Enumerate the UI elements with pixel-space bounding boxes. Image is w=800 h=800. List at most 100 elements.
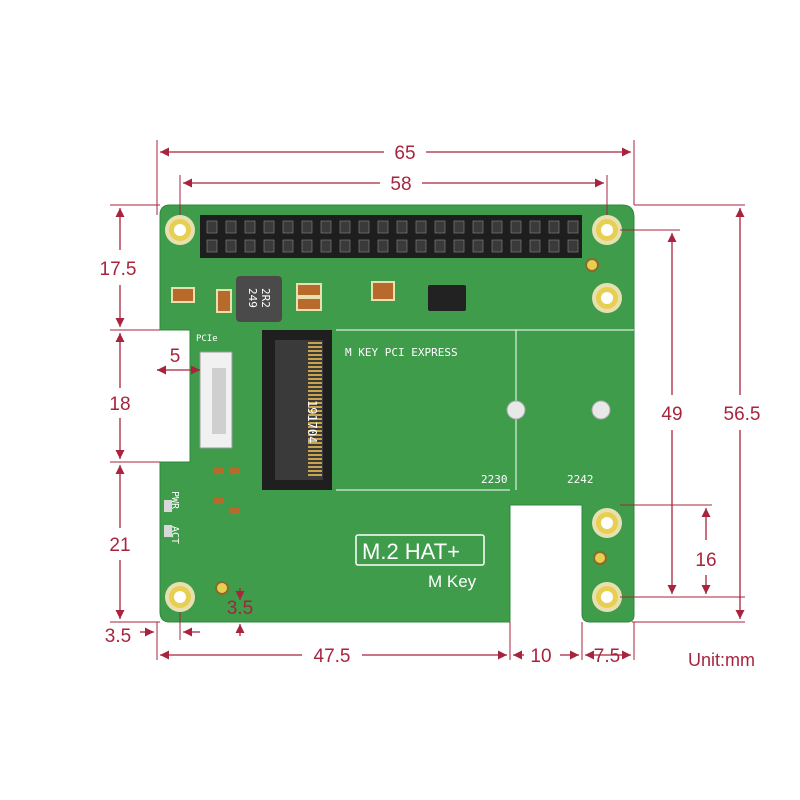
capacitor	[171, 287, 195, 303]
inductor	[236, 276, 282, 322]
header-pin	[529, 239, 541, 253]
socket-pin	[308, 446, 322, 448]
socket-pin	[308, 422, 322, 424]
smd-part	[230, 468, 240, 474]
socket-pin	[308, 386, 322, 388]
header-pin	[339, 220, 351, 234]
socket-pin	[308, 354, 322, 356]
header-pin	[206, 220, 218, 234]
socket-pin	[308, 458, 322, 460]
header-pin	[472, 239, 484, 253]
socket-pin	[308, 414, 322, 416]
socket-pin	[308, 358, 322, 360]
socket-pin	[308, 398, 322, 400]
header-pin	[396, 239, 408, 253]
mounting-hole-top-right	[592, 215, 622, 245]
header-pin	[377, 239, 389, 253]
header-pin	[472, 220, 484, 234]
dim-label-left-mid: 18	[109, 394, 130, 415]
socket-pin	[308, 418, 322, 420]
mounting-hole-bottom-right	[592, 582, 622, 612]
length-2242-label: 2242	[567, 473, 594, 486]
header-pin	[244, 239, 256, 253]
socket-pin	[308, 378, 322, 380]
small-via	[593, 551, 607, 565]
dim-label-left-bottom: 21	[109, 535, 130, 556]
header-pin	[301, 239, 313, 253]
small-via	[215, 581, 229, 595]
ffc-connector-slot	[212, 368, 226, 434]
header-pin	[301, 220, 313, 234]
socket-pin	[308, 342, 322, 344]
socket-pin	[308, 374, 322, 376]
standoff-2242	[591, 400, 611, 420]
socket-pin	[308, 350, 322, 352]
board-title: M.2 HAT+	[362, 539, 460, 564]
header-pin	[339, 239, 351, 253]
socket-pin	[308, 362, 322, 364]
smd-part	[214, 498, 224, 504]
socket-pin	[308, 462, 322, 464]
header-pin	[206, 239, 218, 253]
header-pin	[548, 220, 560, 234]
inductor-marking-1: 2R2	[259, 288, 272, 308]
socket-pin	[308, 474, 322, 476]
standoff-2230	[506, 400, 526, 420]
header-pin	[320, 220, 332, 234]
header-pin	[529, 220, 541, 234]
dim-label-right-inner: 49	[661, 404, 682, 425]
dim-label-bottom-long: 47.5	[314, 646, 351, 667]
header-pin	[263, 239, 275, 253]
header-pin	[263, 220, 275, 234]
header-pin	[434, 220, 446, 234]
socket-pin	[308, 442, 322, 444]
socket-pin	[308, 382, 322, 384]
smd-part	[230, 508, 240, 514]
header-pin	[377, 220, 389, 234]
pcie-connector-label: PCIe	[196, 334, 218, 344]
header-pin	[358, 220, 370, 234]
inductor-marking-2: 249	[246, 288, 259, 308]
led-pwr-label: PWR	[169, 491, 180, 510]
capacitor	[371, 281, 395, 301]
header-pin	[396, 220, 408, 234]
socket-pin	[308, 402, 322, 404]
smd-part	[214, 468, 224, 474]
capacitor	[296, 297, 322, 311]
socket-pin	[308, 370, 322, 372]
header-pin	[415, 239, 427, 253]
dim-label-notch: 5	[170, 346, 181, 367]
socket-pin	[308, 394, 322, 396]
socket-pin	[308, 406, 322, 408]
socket-pin	[308, 366, 322, 368]
header-pin	[282, 239, 294, 253]
led-act	[164, 500, 172, 512]
led-pwr	[164, 525, 172, 537]
socket-pin	[308, 390, 322, 392]
socket-pin	[308, 426, 322, 428]
header-pin	[491, 220, 503, 234]
header-pin	[548, 239, 560, 253]
dim-label-bottom-right: 7.5	[594, 646, 620, 667]
socket-pin	[308, 346, 322, 348]
header-pin	[320, 239, 332, 253]
mounting-hole-right-mid	[592, 508, 622, 538]
length-2230-label: 2230	[481, 473, 508, 486]
dim-label-top-outer: 65	[394, 143, 415, 164]
header-pin	[244, 220, 256, 234]
socket-marking: 191704	[305, 400, 319, 443]
header-pin	[510, 220, 522, 234]
slot-label: M KEY PCI EXPRESS	[345, 346, 458, 359]
board-title-box	[355, 534, 485, 566]
mounting-hole-top-left	[165, 215, 195, 245]
header-pin	[225, 239, 237, 253]
socket-pin	[308, 434, 322, 436]
header-pin	[491, 239, 503, 253]
gpio-header	[200, 215, 582, 258]
mounting-hole-right-upper	[592, 283, 622, 313]
socket-pin	[308, 430, 322, 432]
header-pin	[510, 239, 522, 253]
socket-pin	[308, 438, 322, 440]
header-pin	[453, 239, 465, 253]
